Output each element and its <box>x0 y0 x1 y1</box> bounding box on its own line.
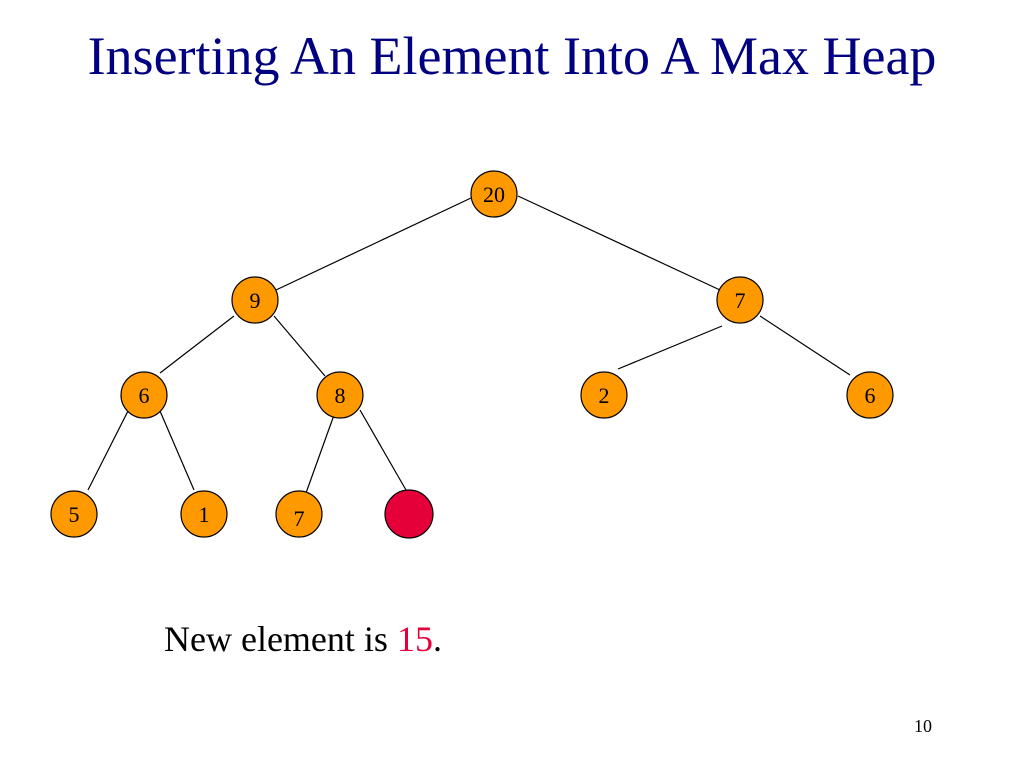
tree-node-right-left: 2 <box>580 371 628 419</box>
edge-left-left-left-right <box>159 410 195 491</box>
node-label-right-right: 6 <box>865 383 876 408</box>
caption-prefix: New element is <box>164 619 388 659</box>
slide-title: Inserting An Element Into A Max Heap <box>87 26 937 86</box>
edge-root-right <box>517 195 721 291</box>
new-node-circle <box>384 489 434 539</box>
node-label-left-left-right: 1 <box>199 502 210 527</box>
edge-right-right-right <box>759 315 851 376</box>
node-circle <box>470 170 518 218</box>
tree-node-left: 9 <box>231 276 279 324</box>
tree-node-root: 20 <box>470 170 518 218</box>
node-label-root: 20 <box>483 182 505 207</box>
tree-node-right-right: 6 <box>846 371 894 419</box>
edge-right-right-left <box>617 325 723 370</box>
node-circle <box>180 490 228 538</box>
node-label-left-left: 6 <box>139 383 150 408</box>
node-circle <box>231 276 279 324</box>
node-label-left-left-left: 5 <box>69 502 80 527</box>
tree-node-left-left: 6 <box>120 371 168 419</box>
node-circle <box>716 276 764 324</box>
edge-root-left <box>275 197 472 291</box>
tree-node-right: 7 <box>716 276 764 324</box>
node-label-left-right-left: 7 <box>294 506 305 531</box>
edge-left-right-left-left <box>305 414 335 494</box>
node-circle <box>580 371 628 419</box>
node-circle <box>50 490 98 538</box>
edge-left-left-left-left <box>87 410 129 491</box>
node-circle <box>120 371 168 419</box>
node-label-right-left: 2 <box>599 383 610 408</box>
tree-node-left-left-left: 5 <box>50 490 98 538</box>
edge-left-right-new-node <box>359 409 407 491</box>
tree-node-left-right: 8 <box>316 371 364 419</box>
node-circle <box>275 490 323 538</box>
node-circle <box>316 371 364 419</box>
node-label-left: 9 <box>250 288 261 313</box>
tree-edges <box>87 195 851 494</box>
new-element-caption: New element is 15. <box>164 618 442 660</box>
node-label-right: 7 <box>735 288 746 313</box>
caption-suffix: . <box>432 619 442 659</box>
slide-number: 10 <box>914 716 932 736</box>
edge-left-left-right <box>273 315 326 377</box>
node-label-left-right: 8 <box>335 383 346 408</box>
node-circle <box>846 371 894 419</box>
tree-node-left-left-right: 1 <box>180 490 228 538</box>
edge-left-left-left <box>159 315 235 374</box>
tree-node-new <box>384 489 434 539</box>
new-element-value: 15 <box>396 619 433 659</box>
tree-node-left-right-left: 7 <box>275 490 323 538</box>
